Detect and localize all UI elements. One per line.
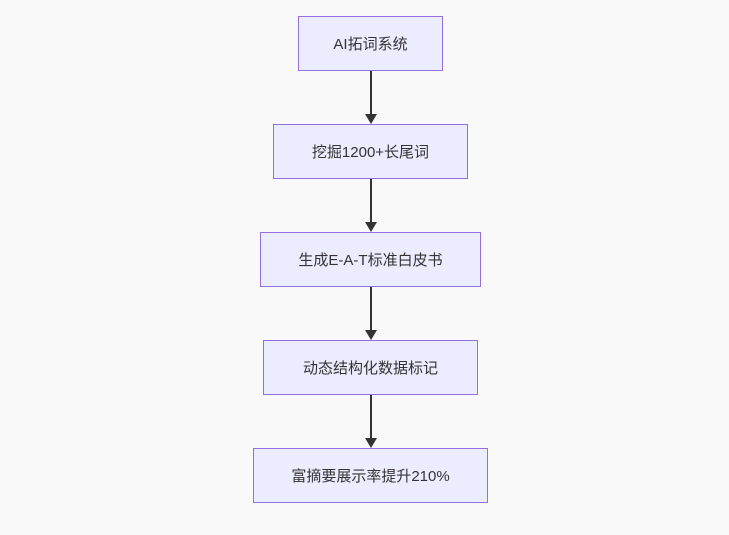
node-mine-longtail-keywords: 挖掘1200+长尾词 [273,124,468,179]
arrow-line [369,71,372,115]
node-rich-snippet-rate-increase: 富摘要展示率提升210% [253,448,488,503]
arrow-line [369,395,372,439]
node-generate-eat-whitepaper: 生成E-A-T标准白皮书 [260,232,481,287]
arrowhead-icon [364,438,377,448]
flow-arrow-2 [364,179,377,232]
node-label: 生成E-A-T标准白皮书 [298,252,443,269]
node-label: 动态结构化数据标记 [302,360,438,377]
flow-arrow-3 [364,287,377,340]
node-label: 富摘要展示率提升210% [291,468,450,485]
flow-arrow-4 [364,395,377,448]
node-dynamic-structured-data-markup: 动态结构化数据标记 [263,340,478,395]
arrow-line [369,287,372,331]
arrowhead-icon [364,222,377,232]
arrow-line [369,179,372,223]
arrowhead-icon [364,114,377,124]
node-label: AI拓词系统 [333,36,408,53]
node-ai-word-expansion-system: AI拓词系统 [298,16,443,71]
node-label: 挖掘1200+长尾词 [311,144,430,161]
arrowhead-icon [364,330,377,340]
flow-arrow-1 [364,71,377,124]
